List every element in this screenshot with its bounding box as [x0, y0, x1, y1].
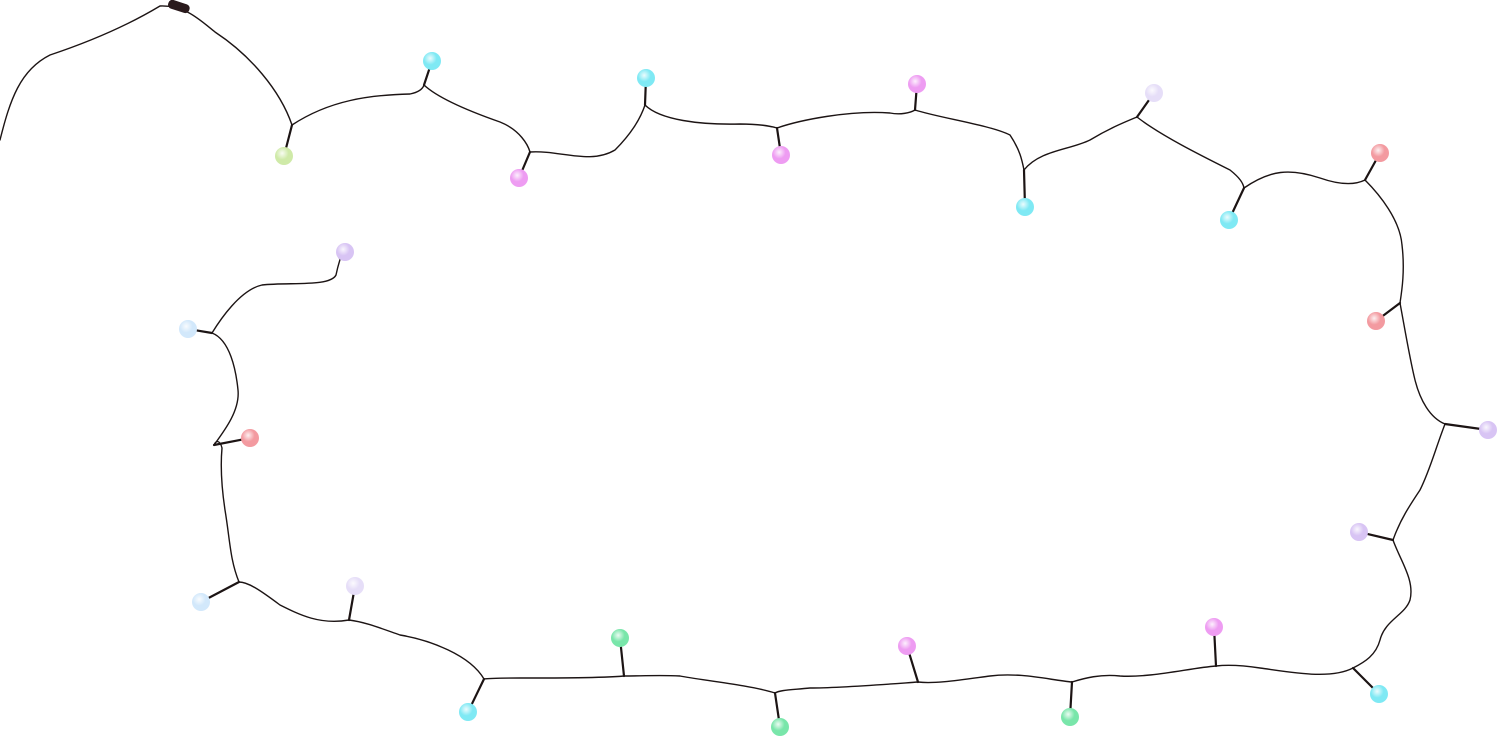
- bulb-stem: [908, 652, 920, 684]
- light-bulb-22: [192, 580, 241, 611]
- bulb-highlight: [637, 69, 655, 87]
- bulb-highlight: [1370, 685, 1388, 703]
- bulb-highlight: [275, 147, 293, 165]
- bulb-stem: [1022, 168, 1026, 201]
- light-bulb-2: [422, 52, 441, 87]
- bulb-highlight: [1061, 708, 1079, 726]
- light-bulb-23: [212, 429, 259, 447]
- light-bulb-1: [275, 123, 294, 165]
- bulb-highlight: [1205, 618, 1223, 636]
- bulb-stem: [521, 150, 532, 172]
- bulb-highlight: [908, 75, 926, 93]
- bulb-highlight: [423, 52, 441, 70]
- bulb-highlight: [179, 320, 197, 338]
- light-bulb-14: [1351, 666, 1388, 703]
- light-bulb-17: [898, 637, 920, 684]
- bulb-stem: [619, 644, 626, 678]
- bulb-stem: [1381, 301, 1402, 318]
- bulb-stem: [422, 67, 431, 87]
- bulb-stem: [643, 84, 647, 107]
- light-bulb-19: [611, 629, 629, 678]
- bulb-highlight: [898, 637, 916, 655]
- light-bulb-5: [772, 126, 790, 164]
- bulb-stem: [470, 677, 486, 706]
- bulb-stem: [1365, 532, 1395, 542]
- light-bulb-13: [1350, 523, 1395, 542]
- bulb-highlight: [192, 593, 210, 611]
- bulb-highlight: [1016, 198, 1034, 216]
- bulb-stem: [775, 126, 781, 149]
- light-bulb-11: [1367, 301, 1402, 330]
- bulb-stem: [347, 592, 355, 622]
- bulb-stem: [913, 90, 918, 112]
- bulb-stem: [212, 438, 244, 447]
- bulb-highlight: [1220, 211, 1238, 229]
- bulb-highlight: [1479, 421, 1497, 439]
- bulb-stem: [1363, 158, 1378, 182]
- light-bulb-15: [1205, 618, 1223, 668]
- bulb-highlight: [1371, 144, 1389, 162]
- bulb-highlight: [772, 146, 790, 164]
- bulb-stem: [284, 123, 294, 150]
- bulb-highlight: [1350, 523, 1368, 541]
- bulb-stem: [1351, 666, 1375, 690]
- bulb-stem: [1135, 98, 1151, 119]
- plug-controller: [168, 0, 190, 14]
- light-bulb-12: [1443, 421, 1497, 439]
- bulb-highlight: [611, 629, 629, 647]
- light-bulb-25: [336, 243, 354, 261]
- bulb-stem: [773, 691, 780, 721]
- light-bulb-18: [771, 691, 789, 736]
- light-bulb-3: [510, 150, 532, 187]
- light-string-wire: [0, 5, 1446, 694]
- bulb-highlight: [771, 718, 789, 736]
- bulb-highlight: [1145, 84, 1163, 102]
- light-bulb-9: [1220, 186, 1246, 229]
- bulb-stem: [1069, 680, 1074, 711]
- light-bulb-6: [908, 75, 926, 112]
- bulb-highlight: [1367, 312, 1385, 330]
- bulb-highlight: [241, 429, 259, 447]
- bulb-highlight: [459, 703, 477, 721]
- light-bulb-4: [637, 69, 655, 107]
- bulb-stem: [1443, 422, 1482, 430]
- bulb-highlight: [346, 577, 364, 595]
- light-bulb-21: [346, 577, 364, 622]
- bulb-stem: [1213, 633, 1218, 668]
- light-bulb-7: [1016, 168, 1034, 216]
- bulb-stem: [206, 580, 241, 600]
- bulb-highlight: [510, 169, 528, 187]
- light-bulb-16: [1061, 680, 1079, 726]
- light-bulb-20: [459, 677, 486, 721]
- bulb-highlight: [336, 243, 354, 261]
- light-bulb-24: [179, 320, 214, 338]
- light-bulb-10: [1363, 144, 1389, 182]
- light-bulb-8: [1135, 84, 1163, 119]
- bulb-stem: [1231, 186, 1246, 214]
- bulb-stem: [194, 329, 214, 335]
